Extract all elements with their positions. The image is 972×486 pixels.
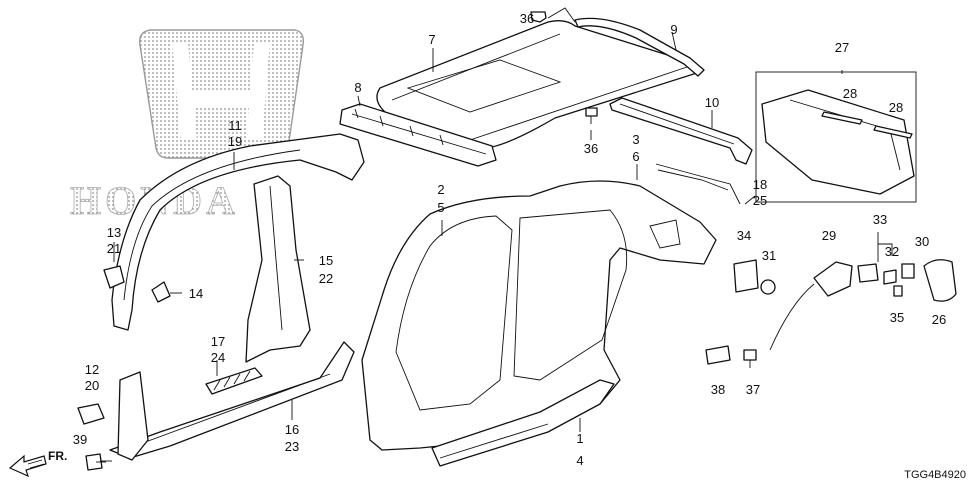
label-18: 18 [753,177,767,192]
label-31: 31 [762,248,776,263]
rear-panel-group [755,71,917,203]
label-37: 37 [746,382,760,397]
label-22: 22 [319,271,333,286]
label-20: 20 [85,378,99,393]
label-12: 12 [85,362,99,377]
a-pillar-part [111,133,365,331]
label-26: 26 [932,312,946,327]
clip-36-roof [585,107,598,124]
bolt-39-part [85,453,112,471]
label-16: 16 [285,422,299,437]
label-38: 38 [711,382,725,397]
label-1: 1 [576,431,583,446]
rear-roof-rail-part [609,97,753,165]
label-19: 19 [228,134,242,149]
label-9: 9 [670,22,677,37]
roof-panel-part [376,20,701,149]
fuel-filler-part [769,261,853,351]
label-23: 23 [285,439,299,454]
part-number-labels: 36 9 7 27 8 28 28 10 11 19 3 6 36 18 25 … [73,11,946,468]
bracket-13-part [103,265,125,289]
label-8: 8 [354,80,361,95]
clip-37-part [743,349,757,368]
label-29: 29 [822,228,836,243]
sill-extension-part [205,367,263,395]
label-27: 27 [835,40,849,55]
label-35: 35 [890,310,904,325]
label-32: 32 [885,244,899,259]
label-2: 2 [437,182,444,197]
label-11: 11 [228,118,242,133]
front-direction-arrow: FR. [8,449,67,478]
label-3: 3 [632,132,639,147]
label-15: 15 [319,253,333,268]
label-17: 17 [211,334,225,349]
front-frame-part [77,371,149,461]
grommet-31-part [760,279,776,295]
center-pillar-part [245,175,311,363]
label-24: 24 [211,350,225,365]
label-14: 14 [189,286,203,301]
label-28-right: 28 [889,100,903,115]
lock-assembly-part [857,263,915,297]
label-36-top: 36 [520,11,534,26]
diagram-code: TGG4B4920 [904,469,966,481]
label-5: 5 [437,200,444,215]
wire-bracket-part [655,163,741,205]
label-34: 34 [737,228,751,243]
side-sill-part [109,341,355,459]
label-21: 21 [107,241,121,256]
bracket-14-part [151,281,171,303]
clip-36-top [530,11,547,23]
body-side-outer-part [361,180,717,451]
front-direction-label: FR. [48,449,67,463]
label-30: 30 [915,234,929,249]
label-6: 6 [632,149,639,164]
roof-rail-part [574,17,705,77]
label-13: 13 [107,225,121,240]
label-36-roof: 36 [584,141,598,156]
label-28-left: 28 [843,86,857,101]
bracket-34-part [733,259,759,293]
rocker-panel-part [431,379,615,467]
fuel-lid-part [923,259,957,302]
label-33: 33 [873,212,887,227]
label-10: 10 [705,95,719,110]
cover-38-part [705,345,731,365]
label-39: 39 [73,432,87,447]
label-7: 7 [428,32,435,47]
label-25: 25 [753,193,767,208]
label-4: 4 [576,453,583,468]
leader-lines [96,7,893,463]
